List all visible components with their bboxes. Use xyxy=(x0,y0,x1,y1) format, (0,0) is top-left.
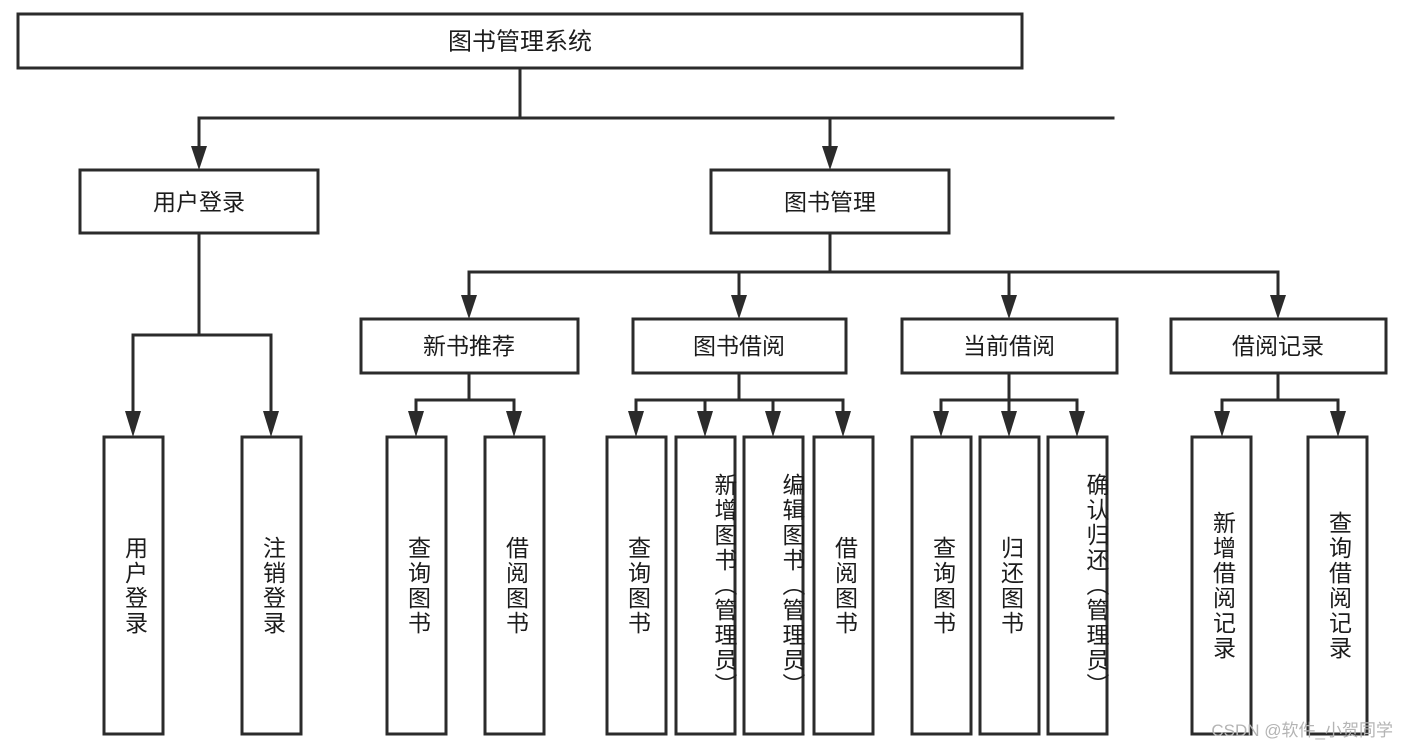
node-new-book-recommend-box[interactable] xyxy=(359,317,580,375)
leaf-box-new-book-1[interactable] xyxy=(483,435,546,736)
leaf-box-user-login-0[interactable] xyxy=(102,435,165,736)
node-new-book-recommend-label: 新书推荐 xyxy=(423,333,515,359)
node-user-login-box[interactable] xyxy=(78,168,320,235)
leaf-box-new-book-0[interactable] xyxy=(385,435,448,736)
node-book-management[interactable]: 图书管理 xyxy=(709,168,951,235)
node-user-login[interactable]: 用户登录 xyxy=(78,168,320,235)
connector-borrow-record-to-leaves xyxy=(1214,371,1346,437)
node-user-login-label: 用户登录 xyxy=(153,189,245,215)
leaf-box-book-borrow-2[interactable] xyxy=(742,435,805,736)
node-root-label: 图书管理系统 xyxy=(448,29,592,56)
leaf-box-book-borrow-3[interactable] xyxy=(812,435,875,736)
leaf-box-borrow-record-0[interactable] xyxy=(1190,435,1253,736)
leaf-box-borrow-record-1[interactable] xyxy=(1306,435,1369,736)
leaf-box-book-borrow-0[interactable] xyxy=(605,435,668,736)
connector-book-borrow-to-leaves xyxy=(628,371,851,437)
node-current-borrow-box[interactable] xyxy=(900,317,1119,375)
node-current-borrow-label: 当前借阅 xyxy=(963,333,1055,359)
node-root-box[interactable] xyxy=(16,12,1024,70)
csdn-watermark: CSDN @软件_小贺同学 xyxy=(1211,721,1393,740)
connector-book-management-to-level3 xyxy=(461,231,1286,319)
node-borrow-record-label: 借阅记录 xyxy=(1232,333,1324,359)
leaf-box-user-login-1[interactable] xyxy=(240,435,303,736)
node-book-borrow[interactable]: 图书借阅 xyxy=(631,317,848,375)
node-book-borrow-label: 图书借阅 xyxy=(693,333,785,359)
leaf-box-book-borrow-1[interactable] xyxy=(674,435,737,736)
connector-user-login-to-leaves xyxy=(125,231,279,437)
node-new-book-recommend[interactable]: 新书推荐 xyxy=(359,317,580,375)
node-borrow-record[interactable]: 借阅记录 xyxy=(1169,317,1388,375)
connector-new-book-recommend-to-leaves xyxy=(408,371,522,437)
leaf-box-current-borrow-0[interactable] xyxy=(910,435,973,736)
node-book-management-label: 图书管理 xyxy=(784,189,876,215)
node-root[interactable]: 图书管理系统 xyxy=(16,12,1024,70)
leaf-box-current-borrow-2[interactable] xyxy=(1046,435,1109,736)
leaf-box-current-borrow-1[interactable] xyxy=(978,435,1041,736)
connector-current-borrow-to-leaves xyxy=(933,371,1085,437)
node-current-borrow[interactable]: 当前借阅 xyxy=(900,317,1119,375)
connector-root-to-level2 xyxy=(191,66,1115,170)
